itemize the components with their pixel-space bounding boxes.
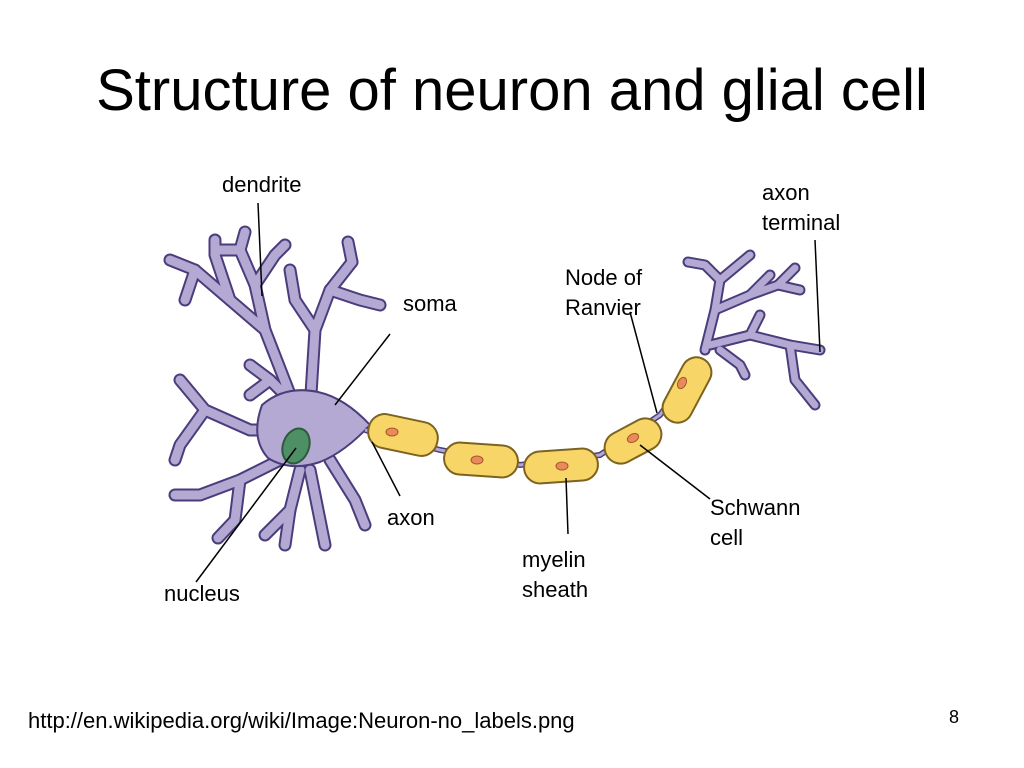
myelin-segment <box>661 356 713 424</box>
myelin-segment <box>367 413 439 457</box>
label-node-of-ranvier: Node of Ranvier <box>565 265 643 320</box>
label-nucleus: nucleus <box>164 581 240 606</box>
page-number: 8 <box>949 707 960 727</box>
dendrite-leader <box>257 202 263 297</box>
label-dendrite: dendrite <box>222 172 302 197</box>
leader-lines <box>195 202 821 583</box>
source-url: http://en.wikipedia.org/wiki/Image:Neuro… <box>28 708 575 733</box>
label-axon: axon <box>387 505 435 530</box>
node-of-ranvier-leader <box>629 311 658 414</box>
dendrites <box>163 225 387 552</box>
label-axon-terminal: axon terminal <box>762 180 841 235</box>
schwann-nuclei <box>385 376 688 471</box>
soma-leader <box>334 333 391 406</box>
label-myelin-sheath: myelin sheath <box>522 547 589 602</box>
myelin-sheath-leader <box>565 477 569 535</box>
schwann-cell-leader <box>639 444 711 500</box>
axon-leader <box>371 441 401 497</box>
soma-body <box>256 389 372 468</box>
myelin-segments <box>367 356 713 485</box>
axon-terminal-branches <box>682 249 826 411</box>
axon-terminal-leader <box>814 239 821 353</box>
slide-title: Structure of neuron and glial cell <box>96 58 928 123</box>
nucleus-leader <box>195 447 297 583</box>
label-schwann-cell: Schwann cell <box>710 495 801 550</box>
nucleus-shape <box>281 427 311 465</box>
label-soma: soma <box>403 291 457 316</box>
